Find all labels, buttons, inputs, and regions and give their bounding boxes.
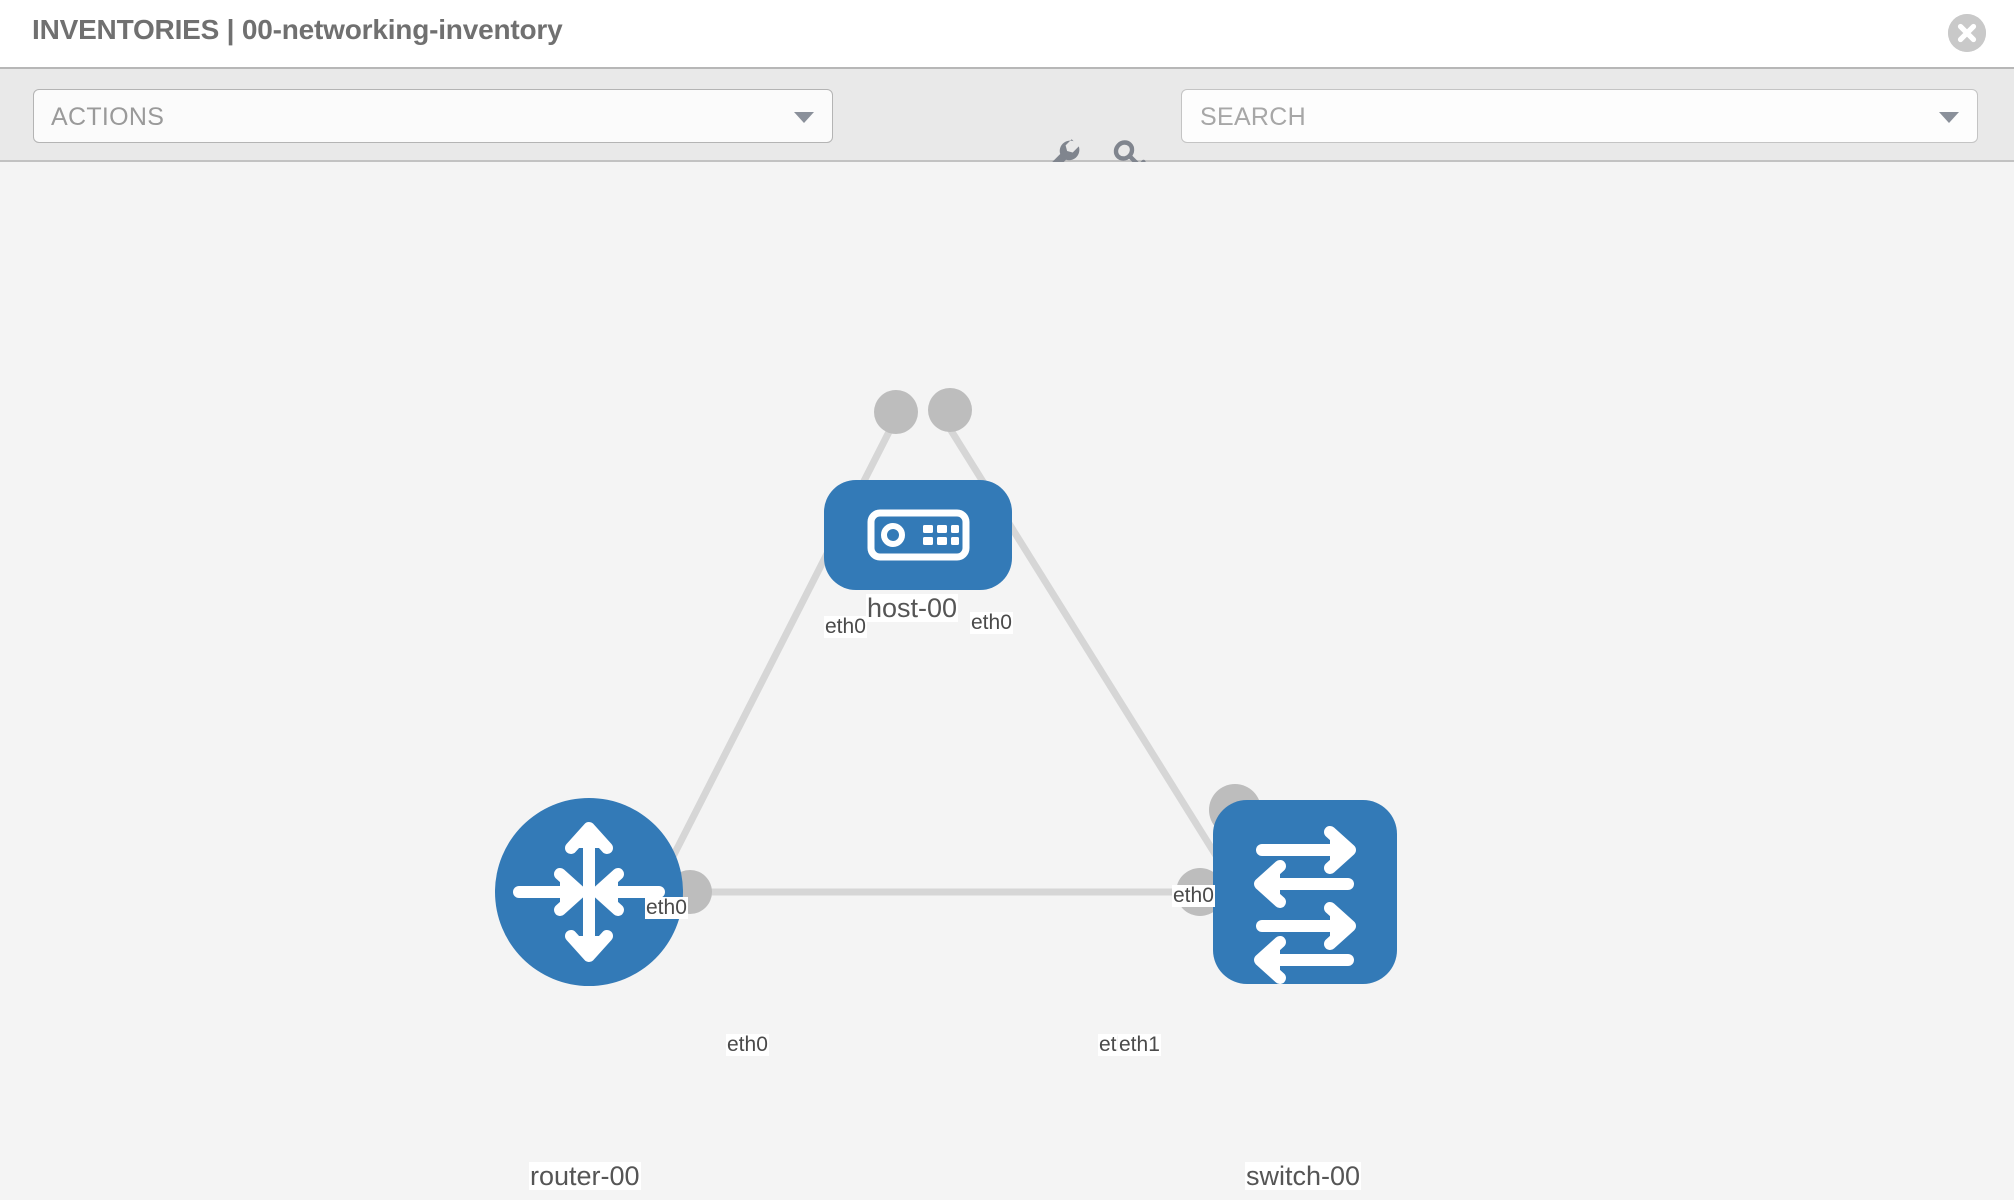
connector-host-eth0-left[interactable]: [874, 390, 918, 434]
iface-label-host-eth0-right: eth0: [970, 611, 1013, 635]
chevron-down-icon: [794, 112, 814, 123]
node-switch-00[interactable]: [1213, 800, 1397, 984]
topology-graph: [495, 388, 1397, 986]
switch-arrows-icon: [1254, 826, 1356, 984]
close-icon[interactable]: [1948, 14, 1986, 52]
node-label-router-00: router-00: [529, 1161, 641, 1191]
actions-dropdown-label: ACTIONS: [51, 103, 165, 131]
node-router-00[interactable]: [495, 798, 683, 986]
iface-label-router-eth0: eth0: [726, 1033, 769, 1057]
page-header: INVENTORIES | 00-networking-inventory: [0, 0, 2014, 69]
actions-dropdown[interactable]: ACTIONS: [33, 89, 833, 143]
router-arrows-icon: [513, 822, 665, 962]
iface-label-router-uplink-eth0: eth0: [645, 896, 688, 920]
node-host-00[interactable]: [824, 480, 1012, 590]
iface-label-switch-uplink-eth0: eth0: [1172, 884, 1215, 908]
node-label-host-00: host-00: [866, 593, 959, 623]
topology-canvas[interactable]: host-00 router-00 switch-00 eth0 eth0 et…: [0, 162, 2014, 1200]
search-placeholder: SEARCH: [1200, 103, 1306, 131]
node-label-switch-00: switch-00: [1245, 1161, 1362, 1191]
chevron-down-icon[interactable]: [1939, 112, 1959, 123]
search-input[interactable]: SEARCH: [1181, 89, 1978, 143]
toolbar: ACTIONS SEARCH: [0, 69, 2014, 175]
server-device-icon: [867, 509, 970, 561]
iface-label-host-eth0-left: eth0: [824, 615, 867, 639]
iface-label-switch-eth1: eth1: [1118, 1033, 1161, 1057]
page-title: INVENTORIES | 00-networking-inventory: [32, 14, 563, 45]
connector-host-eth0-right[interactable]: [928, 388, 972, 432]
